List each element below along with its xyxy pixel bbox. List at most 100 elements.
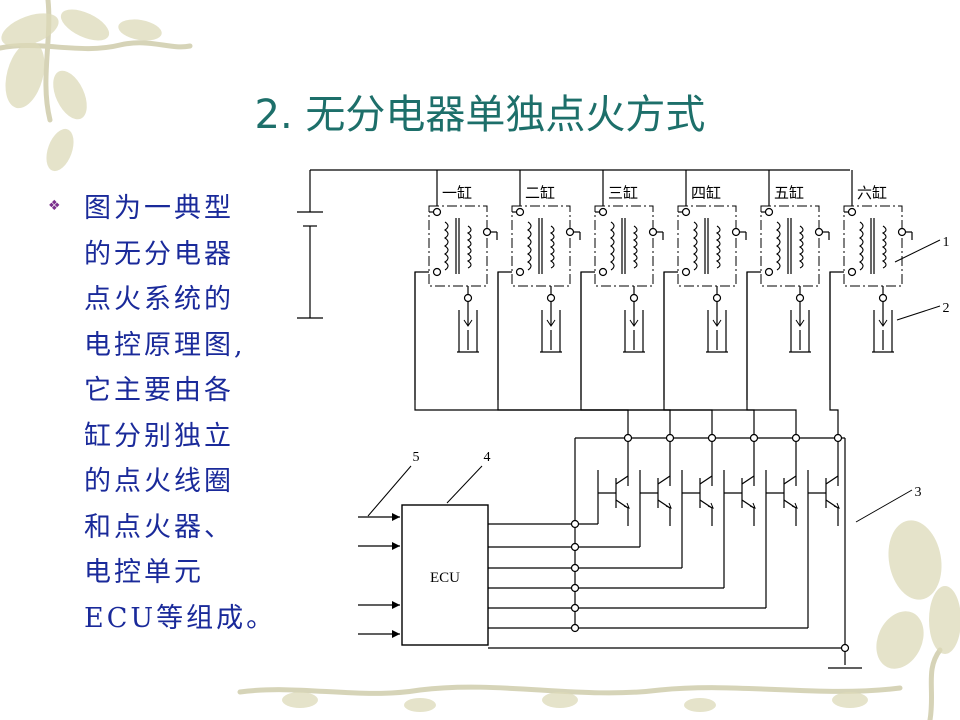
coil-primary-wire [663,271,678,400]
description-text: 图为一典型 的无分电器 点火系统的 电控原理图, 它主要由各 缸分别独立 的点火… [84,186,294,641]
cylinder-label: 一缸 [442,184,472,202]
description-line: 和点火器、 [84,511,234,543]
coil-primary-wire [829,271,844,400]
cylinder-label: 五缸 [774,184,804,202]
junction-node [665,433,675,443]
junction-node [833,433,843,443]
description-line: 电控单元 [84,557,204,588]
input-arrow [392,601,400,609]
description-line: 缸分别独立 [84,420,234,452]
ignition-coil-box [594,205,654,287]
emitter-arrow [833,502,840,509]
spark-gap [546,319,556,327]
coil-terminal [598,207,608,217]
emitter-arrow [749,502,756,509]
junction-node [570,603,580,613]
junction-node [570,542,580,552]
emitter-arrow [665,502,672,509]
spark-plug-terminal [712,293,722,303]
coil-terminal [731,227,741,237]
coil-terminal [482,227,492,237]
coil-to-igniter-wire [663,272,755,438]
ecu-box [401,504,489,646]
primary-winding [527,221,532,271]
coil-terminal [681,207,691,217]
description-line: ECU等组成。 [84,602,277,634]
secondary-winding [798,225,804,269]
primary-winding [444,221,449,271]
description-line: 的无分电器 [84,238,234,270]
secondary-winding [549,225,555,269]
junction-node [570,563,580,573]
ignition-coil-box [511,205,571,287]
junction-node [570,583,580,593]
secondary-winding [715,225,721,269]
primary-winding [776,221,781,271]
spark-gap [463,319,473,327]
input-arrow [392,542,400,550]
coil-terminal [681,267,691,277]
coil-terminal [764,267,774,277]
coil-terminal [515,267,525,277]
emitter-arrow [707,502,714,509]
coil-terminal [598,267,608,277]
input-arrow [392,513,400,521]
transistor-collector [615,475,629,485]
spark-plug-terminal [546,293,556,303]
junction-node [791,433,801,443]
transistor-collector [825,475,839,485]
primary-winding [693,221,698,271]
cylinder-label: 三缸 [608,184,638,202]
callout-number: 1 [943,235,950,250]
callout-number: 2 [943,301,950,316]
coil-terminal [897,227,907,237]
coil-terminal [847,207,857,217]
coil-to-igniter-wire [580,272,713,438]
coil-primary-wire [580,271,595,400]
coil-primary-wire [746,271,761,400]
transistor-collector [741,475,755,485]
ignition-coil-box [428,205,488,287]
description-line: 它主要由各 [84,375,234,406]
coil-primary-wire [497,271,512,400]
ignition-coil-box [760,205,820,287]
coil-to-igniter-wire [746,272,797,438]
secondary-winding [466,225,472,269]
coil-to-igniter-wire [829,272,839,438]
junction-node [749,433,759,443]
coil-terminal [847,267,857,277]
transistor-collector [699,475,713,485]
description-line: 图为一典型 [84,193,234,224]
secondary-winding [881,225,887,269]
spark-plug-terminal [629,293,639,303]
coil-terminal [515,207,525,217]
junction-node [570,623,580,633]
callout-number: 3 [915,485,922,500]
diamond-bullet-icon: ❖ [48,198,61,214]
callout-number: 4 [484,450,491,465]
description-line: 电控原理图, [84,329,246,361]
ecu-label: ECU [430,570,460,586]
spark-plug-terminal [795,293,805,303]
ignition-coil-box [677,205,737,287]
description-line: 点火系统的 [84,284,234,315]
spark-gap [878,319,888,327]
transistor-collector [783,475,797,485]
junction-node [570,519,580,529]
junction-node [840,643,850,653]
ignition-circuit-diagram: 一缸二缸三缸四缸五缸六缸ECU12345 [297,169,950,669]
spark-plug-terminal [463,293,473,303]
cylinder-label: 六缸 [857,184,887,202]
coil-terminal [432,267,442,277]
ignition-coil-box [843,205,903,287]
description-line: 的点火线圈 [84,466,234,497]
junction-node [623,433,633,443]
callout-leader [855,489,913,523]
primary-winding [610,221,615,271]
coil-terminal [764,207,774,217]
coil-to-igniter-wire [414,272,629,438]
coil-terminal [648,227,658,237]
callout-leader [367,465,412,517]
coil-to-igniter-wire [497,272,671,438]
